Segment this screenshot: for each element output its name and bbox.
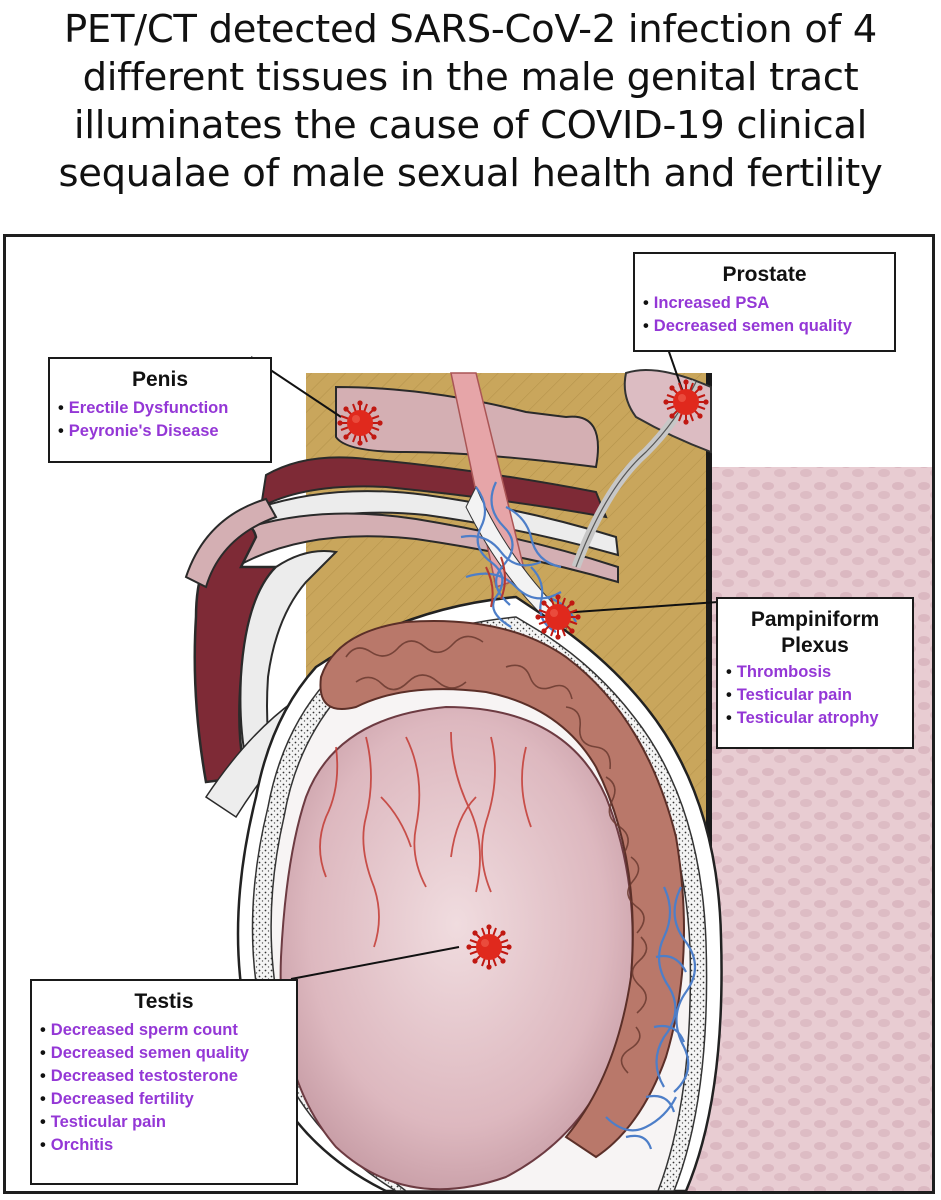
bullet: • [726, 709, 732, 727]
prostate-box: Prostate •Increased PSA •Decreased semen… [633, 252, 896, 352]
bullet: • [40, 1090, 46, 1108]
list-item: •Decreased testosterone [40, 1065, 288, 1088]
penis-box: Penis •Erectile Dysfunction •Peyronie's … [48, 357, 272, 463]
list-item: •Increased PSA [643, 292, 886, 315]
list-item: •Testicular pain [40, 1111, 288, 1134]
symptom-text: Erectile Dysfunction [68, 399, 229, 417]
diagram-frame: Prostate •Increased PSA •Decreased semen… [3, 234, 935, 1194]
title-line-3: illuminates the cause of COVID-19 clinic… [73, 103, 868, 148]
page-title: PET/CT detected SARS-CoV-2 infection of … [0, 6, 941, 198]
symptom-text: Decreased fertility [50, 1090, 194, 1108]
bullet: • [643, 317, 649, 335]
pampiniform-title: Pampiniform Plexus [726, 607, 904, 659]
prostate-symptom-list: •Increased PSA •Decreased semen quality [643, 292, 886, 338]
bullet: • [40, 1067, 46, 1085]
symptom-text: Thrombosis [736, 663, 832, 681]
list-item: •Orchitis [40, 1134, 288, 1157]
testis-symptom-list: •Decreased sperm count •Decreased semen … [40, 1019, 288, 1157]
bullet: • [726, 686, 732, 704]
symptom-text: Decreased semen quality [50, 1044, 249, 1062]
list-item: •Testicular atrophy [726, 707, 904, 730]
symptom-text: Orchitis [50, 1136, 114, 1154]
pampiniform-plexus-box: Pampiniform Plexus •Thrombosis •Testicul… [716, 597, 914, 749]
bullet: • [58, 422, 64, 440]
list-item: •Decreased fertility [40, 1088, 288, 1111]
list-item: •Peyronie's Disease [58, 420, 262, 443]
symptom-text: Decreased testosterone [50, 1067, 238, 1085]
title-line-2: different tissues in the male genital tr… [82, 55, 859, 100]
symptom-text: Decreased sperm count [50, 1021, 238, 1039]
bullet: • [643, 294, 649, 312]
pampiniform-title-line-1: Pampiniform [750, 608, 880, 631]
symptom-text: Peyronie's Disease [68, 422, 219, 440]
list-item: •Decreased semen quality [40, 1042, 288, 1065]
prostate-title: Prostate [722, 263, 807, 286]
symptom-text: Testicular pain [50, 1113, 167, 1131]
bullet: • [58, 399, 64, 417]
symptom-text: Testicular atrophy [736, 709, 879, 727]
symptom-text: Increased PSA [653, 294, 770, 312]
penis-title: Penis [131, 368, 189, 391]
list-item: •Decreased semen quality [643, 315, 886, 338]
pampiniform-symptom-list: •Thrombosis •Testicular pain •Testicular… [726, 661, 904, 730]
list-item: •Decreased sperm count [40, 1019, 288, 1042]
symptom-text: Testicular pain [736, 686, 853, 704]
bullet: • [40, 1136, 46, 1154]
title-line-4: sequalae of male sexual health and ferti… [58, 151, 883, 196]
list-item: •Testicular pain [726, 684, 904, 707]
bullet: • [40, 1044, 46, 1062]
bullet: • [40, 1113, 46, 1131]
list-item: •Erectile Dysfunction [58, 397, 262, 420]
penis-symptom-list: •Erectile Dysfunction •Peyronie's Diseas… [58, 397, 262, 443]
testis-box: Testis •Decreased sperm count •Decreased… [30, 979, 298, 1185]
bullet: • [726, 663, 732, 681]
title-line-1: PET/CT detected SARS-CoV-2 infection of … [64, 7, 877, 52]
pampiniform-title-line-2: Plexus [781, 634, 849, 657]
testis-title: Testis [134, 990, 194, 1013]
bullet: • [40, 1021, 46, 1039]
list-item: •Thrombosis [726, 661, 904, 684]
symptom-text: Decreased semen quality [653, 317, 852, 335]
